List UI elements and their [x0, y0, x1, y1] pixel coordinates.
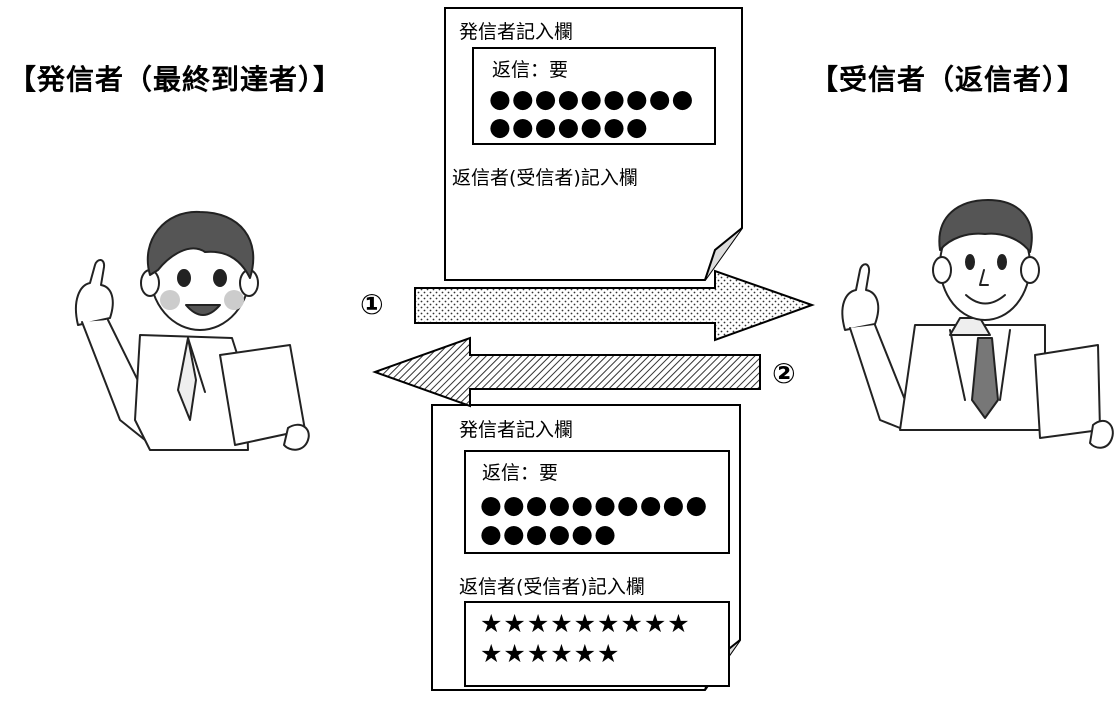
bottom-sender-line1: ●●●●●●●●●● [480, 490, 709, 519]
bottom-replier-section-label: 返信者(受信者)記入欄 [459, 576, 645, 598]
bottom-replier-line2: ★★★★★★ [480, 639, 621, 668]
receiver-title: 【受信者（返信者）】 [810, 63, 1087, 96]
top-replier-section-label: 返信者(受信者)記入欄 [452, 167, 638, 189]
bottom-sender-box: 返信：要 ●●●●●●●●●● ●●●●●● [464, 450, 730, 554]
step-send-label: ① [360, 288, 384, 321]
sender-person-illustration [74, 210, 310, 451]
reply-arrow [372, 336, 761, 408]
bottom-sender-line2: ●●●●●● [480, 519, 617, 548]
top-sender-line2: ●●●●●●● [489, 112, 649, 141]
sender-title: 【発信者（最終到達者）】 [8, 63, 343, 96]
top-sender-box: 返信：要 ●●●●●●●●● ●●●●●●● [472, 47, 716, 145]
top-sender-line1: ●●●●●●●●● [489, 84, 695, 113]
bottom-replier-line1: ★★★★★★★★★ [480, 609, 691, 638]
folded-corner-icon [704, 227, 743, 281]
bottom-reply-field: 返信：要 [482, 462, 559, 484]
send-arrow [414, 269, 815, 342]
tie-icon [971, 337, 999, 419]
receiver-person-illustration [841, 199, 1114, 449]
bottom-sender-section-label: 発信者記入欄 [459, 419, 574, 441]
bottom-replier-box: ★★★★★★★★★ ★★★★★★ [464, 601, 730, 687]
step-reply-label: ② [772, 357, 796, 390]
top-sender-section-label: 発信者記入欄 [459, 21, 574, 43]
top-reply-field: 返信：要 [492, 59, 569, 81]
